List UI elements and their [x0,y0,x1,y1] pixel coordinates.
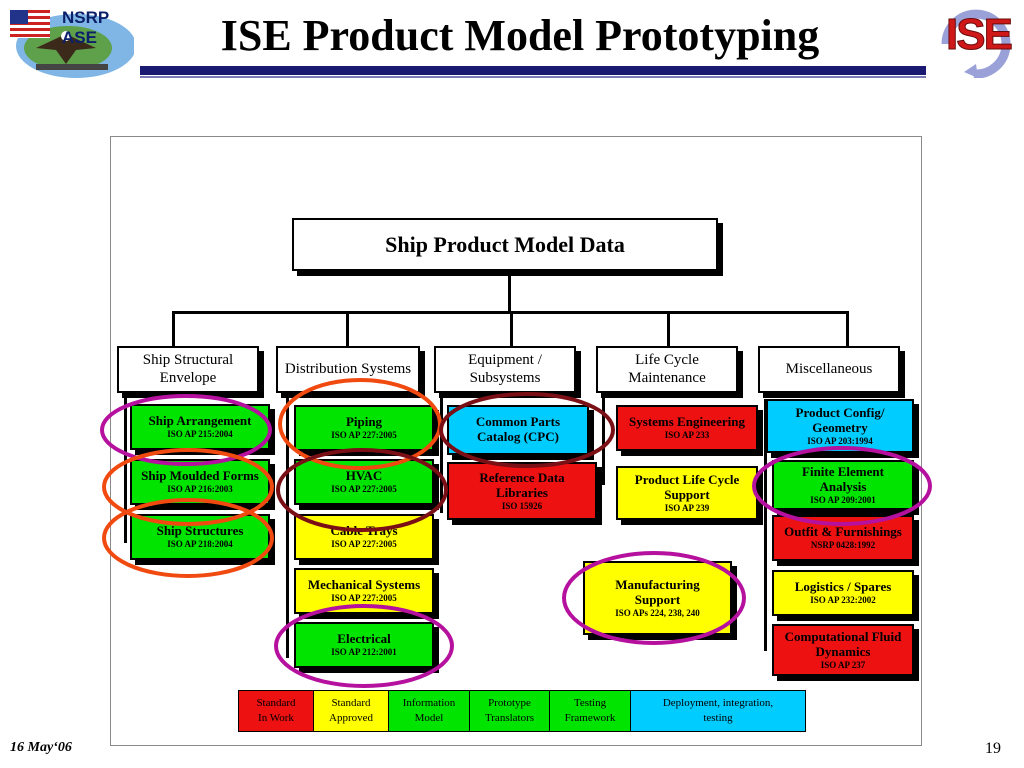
node-label: Finite Element Analysis [802,463,884,494]
page-number: 19 [985,740,1001,757]
connector [602,393,605,485]
node-standard: ISO AP 227:2005 [331,593,397,604]
highlight-ship-moulded-forms [102,448,274,526]
title-rule-thin [140,76,926,78]
legend-standard-approved: Standard Approved [313,690,389,732]
column-header-equipment: Equipment / Subsystems [434,346,576,393]
connector [286,393,289,658]
node-label: Systems Engineering [629,414,745,430]
connector [124,393,127,543]
highlight-ship-arrangement [100,394,272,466]
node-electrical: Electrical ISO AP 212:2001 [294,622,434,668]
highlight-hvac [276,448,448,532]
highlight-manufacturing-support [562,551,746,645]
ise-logo-graphic [941,9,1011,79]
node-standard: ISO AP 212:2001 [331,647,397,658]
node-label: Manufacturing Support [615,576,700,607]
node-systems-engineering: Systems Engineering ISO AP 233 [616,405,758,451]
connector [846,311,849,347]
node-standard: ISO AP 237 [820,659,866,670]
node-standard: ISO AP 239 [664,502,710,513]
node-label: Common Parts Catalog (CPC) [475,414,561,444]
node-computational-fluid-dynamics: Computational Fluid Dynamics ISO AP 237 [772,624,914,676]
node-standard: ISO APs 224, 238, 240 [615,607,700,618]
legend-testing-framework: Testing Framework [549,690,631,732]
legend-deployment-integration-testing: Deployment, integration, testing [630,690,806,732]
highlight-piping [278,378,442,470]
node-manufacturing-support: Manufacturing Support ISO APs 224, 238, … [583,561,732,635]
highlight-electrical [274,604,454,688]
node-standard: ISO AP 215:2004 [167,429,233,440]
node-label: Ship Structures [156,523,244,539]
node-standard: ISO AP 203:1994 [807,435,873,446]
highlight-ship-structures [102,498,274,578]
connector [440,393,443,513]
node-standard: ISO 15926 [501,500,543,511]
node-standard: ISO AP 227:2005 [331,484,397,495]
node-product-config-geometry: Product Config/ Geometry ISO AP 203:1994 [766,399,914,453]
node-label: Piping [345,414,383,430]
connector [346,311,349,347]
node-label: Logistics / Spares [794,579,892,595]
root-node: Ship Product Model Data [292,218,718,271]
node-standard: ISO AP 232:2002 [810,595,876,606]
node-standard: ISO AP 233 [664,430,710,441]
node-standard: ISO AP 227:2005 [331,430,397,441]
nsrp-ase-logo: NSRP ASE [6,4,136,80]
node-common-parts-catalog: Common Parts Catalog (CPC) [447,405,589,455]
footer-date: 16 May‘06 [10,740,72,755]
ise-logo: ISE [934,4,1020,79]
logo-text: NSRP ASE [62,8,109,47]
node-label: Product Config/ Geometry [795,404,885,435]
node-label: Ship Arrangement [148,413,252,429]
node-label: Mechanical Systems [307,577,421,593]
connector [667,311,670,347]
node-label: HVAC [345,468,383,484]
connector [764,399,767,651]
title-rule [140,66,926,75]
connector [510,311,513,347]
nsrp-ase-logo-graphic [10,10,136,78]
connector [172,311,175,347]
slide-title: ISE Product Model Prototyping [220,11,820,60]
ise-logo-text: ISE [946,10,1014,60]
node-standard: ISO AP 227:2005 [331,539,397,550]
legend-information-model: Information Model [388,690,470,732]
node-logistics-spares: Logistics / Spares ISO AP 232:2002 [772,570,914,616]
column-header-miscellaneous: Miscellaneous [758,346,900,393]
node-label: Ship Moulded Forms [141,468,259,484]
node-standard: ISO AP 209:2001 [810,494,876,505]
node-product-life-cycle-support: Product Life Cycle Support ISO AP 239 [616,466,758,520]
node-standard: ISO AP 218:2004 [167,539,233,550]
node-reference-data-libraries: Reference Data Libraries ISO 15926 [447,462,597,520]
column-header-ship-structural: Ship Structural Envelope [117,346,259,393]
node-standard: ISO AP 216:2003 [167,484,233,495]
node-label: Outfit & Furnishings [784,524,902,540]
node-standard: NSRP 0428:1992 [810,540,876,551]
node-finite-element-analysis: Finite Element Analysis ISO AP 209:2001 [772,460,914,510]
legend-standard-in-work: Standard In Work [238,690,314,732]
node-hvac: HVAC ISO AP 227:2005 [294,459,434,505]
node-label: Computational Fluid Dynamics [784,628,902,659]
highlight-finite-element-analysis [752,446,932,526]
node-ship-moulded-forms: Ship Moulded Forms ISO AP 216:2003 [130,459,270,505]
connector [508,271,511,313]
node-outfit-furnishings: Outfit & Furnishings NSRP 0428:1992 [772,515,914,561]
highlight-common-parts-catalog [439,392,615,468]
node-label: Product Life Cycle Support [634,471,740,502]
column-header-life-cycle: Life Cycle Maintenance [596,346,738,393]
node-label: Reference Data Libraries [479,469,565,500]
node-label: Electrical [337,631,391,647]
